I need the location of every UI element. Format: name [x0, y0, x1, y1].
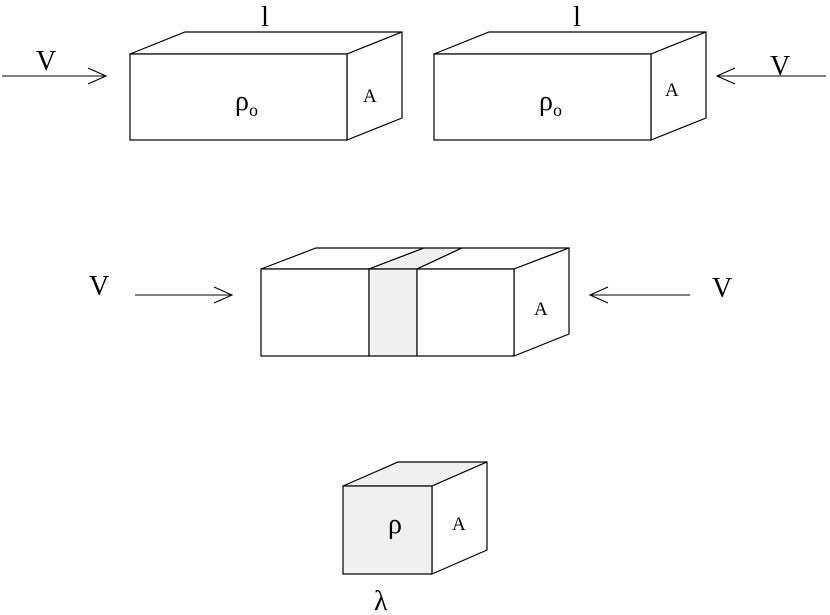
middle-slab	[260, 247, 570, 357]
velocity-arrow-top-left	[2, 67, 108, 85]
top-left-slab-front-face	[129, 53, 348, 141]
middle-slab-front-right	[416, 268, 515, 357]
compressed-cube	[342, 461, 488, 575]
velocity-label-top-right: V	[770, 51, 790, 82]
initial-density-label-right: ρo	[539, 86, 562, 120]
area-label-middle: A	[534, 299, 548, 320]
middle-slab-front-left	[260, 268, 370, 357]
velocity-label-middle-right: V	[712, 273, 732, 304]
initial-density-subscript-right: o	[553, 100, 562, 120]
top-right-slab-front-face	[433, 53, 652, 141]
final-density-label: ρ	[388, 509, 402, 540]
initial-density-subscript-left: o	[249, 100, 258, 120]
initial-density-symbol-right: ρ	[539, 86, 553, 117]
length-label-left: l	[261, 2, 269, 33]
middle-slab-front-compressed	[368, 268, 418, 357]
velocity-label-top-left: V	[36, 46, 56, 77]
compressed-cube-front-face	[342, 485, 433, 575]
velocity-arrow-top-right	[715, 67, 826, 85]
final-width-label: λ	[374, 586, 388, 615]
top-right-slab	[433, 31, 707, 141]
area-label-bottom: A	[452, 514, 466, 535]
velocity-label-middle-left: V	[89, 271, 109, 302]
area-label-top-left: A	[363, 86, 377, 107]
length-label-right: l	[573, 2, 581, 33]
area-label-top-right: A	[665, 80, 679, 101]
velocity-arrow-middle-left	[135, 286, 234, 304]
velocity-arrow-middle-right	[588, 286, 690, 304]
initial-density-label-left: ρo	[235, 86, 258, 120]
initial-density-symbol-left: ρ	[235, 86, 249, 117]
top-left-slab	[129, 31, 403, 141]
